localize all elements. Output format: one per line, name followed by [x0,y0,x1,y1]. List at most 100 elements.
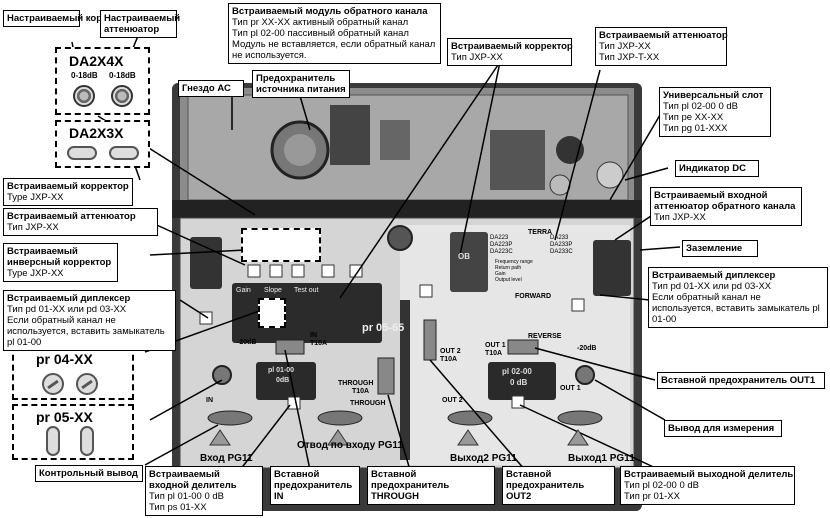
callout-title: Встраиваемый аттенюатор [7,211,136,222]
callout-title: Встраиваемый входной аттенюатор обратног… [654,190,796,212]
board-pl0200: pl 02-00 [502,367,532,376]
board-in-fuse: T10A [310,340,328,347]
callout-attenuator-top: Настраиваемый аттенюатор [100,10,180,38]
callout-diplexer-right: Встраиваемый диплексер Тип pd 01-XX или … [648,267,828,328]
callout-attenuator-left: Встраиваемый аттенюатор Тип JXP-XX [3,208,158,236]
board-testout-label: Test out [294,287,319,294]
da2x4x-right-range: 0-18dB [109,71,136,80]
label-tap-pg11: Отвод по входу PG11 [297,440,403,451]
da2x3x-title: DA2X3X [69,125,124,141]
callout-fuse-out1: Вставной предохранитель OUT1 [657,372,825,389]
callout-line: Тип JXP-XX [7,222,59,233]
callout-text: Заземление [686,243,743,254]
callout-text: Вставной предохранитель IN [274,469,353,502]
callout-line: Тип JXP-T-XX [599,52,660,63]
board-ob-label: OB [458,252,470,261]
callout-ground: Заземление [682,240,758,257]
board-brand: TERRA [528,229,553,236]
callout-line: Тип pr 01-XX [624,491,680,502]
board-out1-fuse: T10A [485,350,503,357]
pr05-module: pr 05-XX [12,404,134,460]
callout-title: Встраиваемый диплексер [652,270,776,281]
model-label: DA233C [550,249,573,255]
callout-line: Type JXP-XX [7,192,64,203]
board-specs: Frequency range Return path Gain Output … [495,259,533,283]
label-input-pg11: Вход PG11 [200,453,253,464]
da2x4x-module: DA2X4X 0-18dB 0-18dB [55,47,150,115]
callout-ac-socket: Гнездо АС [178,80,244,97]
callout-corrector-top: Настраиваемый корректор [3,10,134,27]
callout-line: Тип JXP-XX [599,41,651,52]
board-forward-label: FORWARD [515,293,552,300]
callout-line: Тип pd 01-XX или pd 03-XX [652,281,772,292]
model-label: DA233P [550,242,573,248]
callout-line: Тип pl 02-00 0 dB [663,101,738,112]
board-pl0100-db: 0dB [276,377,290,384]
board-pl0100: pl 01-00 [268,367,295,374]
board-minus20db-right: -20dB [577,345,597,352]
label-out2-pg11: Выход2 PG11 [450,453,517,464]
spec-label: Output level [495,277,522,283]
board-models-right: DA233 DA233P DA233C [550,235,573,256]
jumper-icon [46,426,60,456]
callout-line: Type JXP-XX [7,268,64,279]
spec-label: Return path [495,265,522,271]
callout-title: Встраиваемый входной делитель [149,469,237,491]
callout-inverse-corrector: Встраиваемый инверсный корректор Type JX… [3,243,118,282]
callout-line: Тип JXP-XX [451,52,503,63]
board-through-label: THROUGH [338,380,374,387]
callout-line: Тип JXP-XX [654,212,706,223]
callout-measure-out: Вывод для измерения [664,420,782,437]
callout-title: Универсальный слот [663,90,764,101]
callout-line: Модуль не вставляется, если обратный кан… [232,39,436,61]
slot-outline [258,298,286,328]
callout-line: Тип ps 01-XX [149,502,207,513]
attenuator-knob-icon[interactable] [111,85,133,107]
callout-line: Тип pl 02-00 пассивный обратный канал [232,28,409,39]
spec-label: Gain [495,271,506,277]
board-module-label: pr 05-65 [362,322,405,334]
board-out1-bottom: OUT 1 [560,385,581,392]
board-out2-label: OUT 2 [440,348,461,355]
corrector-knob-icon[interactable] [73,85,95,107]
callout-corrector-left: Встраиваемый корректор Type JXP-XX [3,178,133,206]
jumper-icon [67,146,97,160]
board-in-label: IN [310,332,317,339]
callout-builtin-attenuator: Встраиваемый аттенюатор Тип JXP-XX Тип J… [595,27,728,66]
callout-title: Встраиваемый инверсный корректор [7,246,112,268]
callout-title: Встраиваемый выходной делитель [624,469,794,480]
pr04-title: pr 04-XX [36,351,93,367]
board-pl0200-db: 0 dB [510,378,528,387]
callout-fuse-power: Предохранитель источника питания [252,70,350,98]
jumper-icon [80,426,94,456]
board-slope-label: Slope [264,287,282,294]
board-in-bottom: IN [206,397,213,404]
callout-input-attenuator: Встраиваемый входной аттенюатор обратног… [650,187,802,226]
callout-line: Тип pg 01-XXX [663,123,728,134]
callout-line: Тип pe XX-XX [663,112,724,123]
callout-text: Индикатор DC [679,163,746,174]
da2x4x-title: DA2X4X [69,53,124,69]
callout-title: Встраиваемый модуль обратного канала [232,6,428,17]
screw-icon [42,373,64,395]
model-label: DA223P [490,242,513,248]
callout-text: Вставной предохранитель OUT1 [661,375,816,386]
callout-line: Если обратный канал не используется, вст… [7,315,165,348]
label-out1-pg11: Выход1 PG11 [568,453,635,464]
callout-output-splitter: Встраиваемый выходной делитель Тип pl 02… [620,466,795,505]
callout-text: Вставной предохранитель OUT2 [506,469,585,502]
callout-title: Встраиваемый корректор [451,41,573,52]
board-out2-bottom: OUT 2 [442,397,463,404]
board-gain-label: Gain [236,287,251,294]
callout-text: Вывод для измерения [668,423,775,434]
board-models-left: DA223 DA223P DA223C [490,235,513,256]
model-label: DA233 [550,235,569,241]
callout-text: Настраиваемый корректор [7,13,134,24]
callout-fuse-in: Вставной предохранитель IN [270,466,360,505]
pr04-module: pr 04-XX [12,345,134,400]
callout-builtin-corrector: Встраиваемый корректор Тип JXP-XX [447,38,573,66]
board-through-bottom: THROUGH [350,400,386,407]
callout-text: Предохранитель источника питания [256,73,346,95]
screw-icon [76,373,98,395]
